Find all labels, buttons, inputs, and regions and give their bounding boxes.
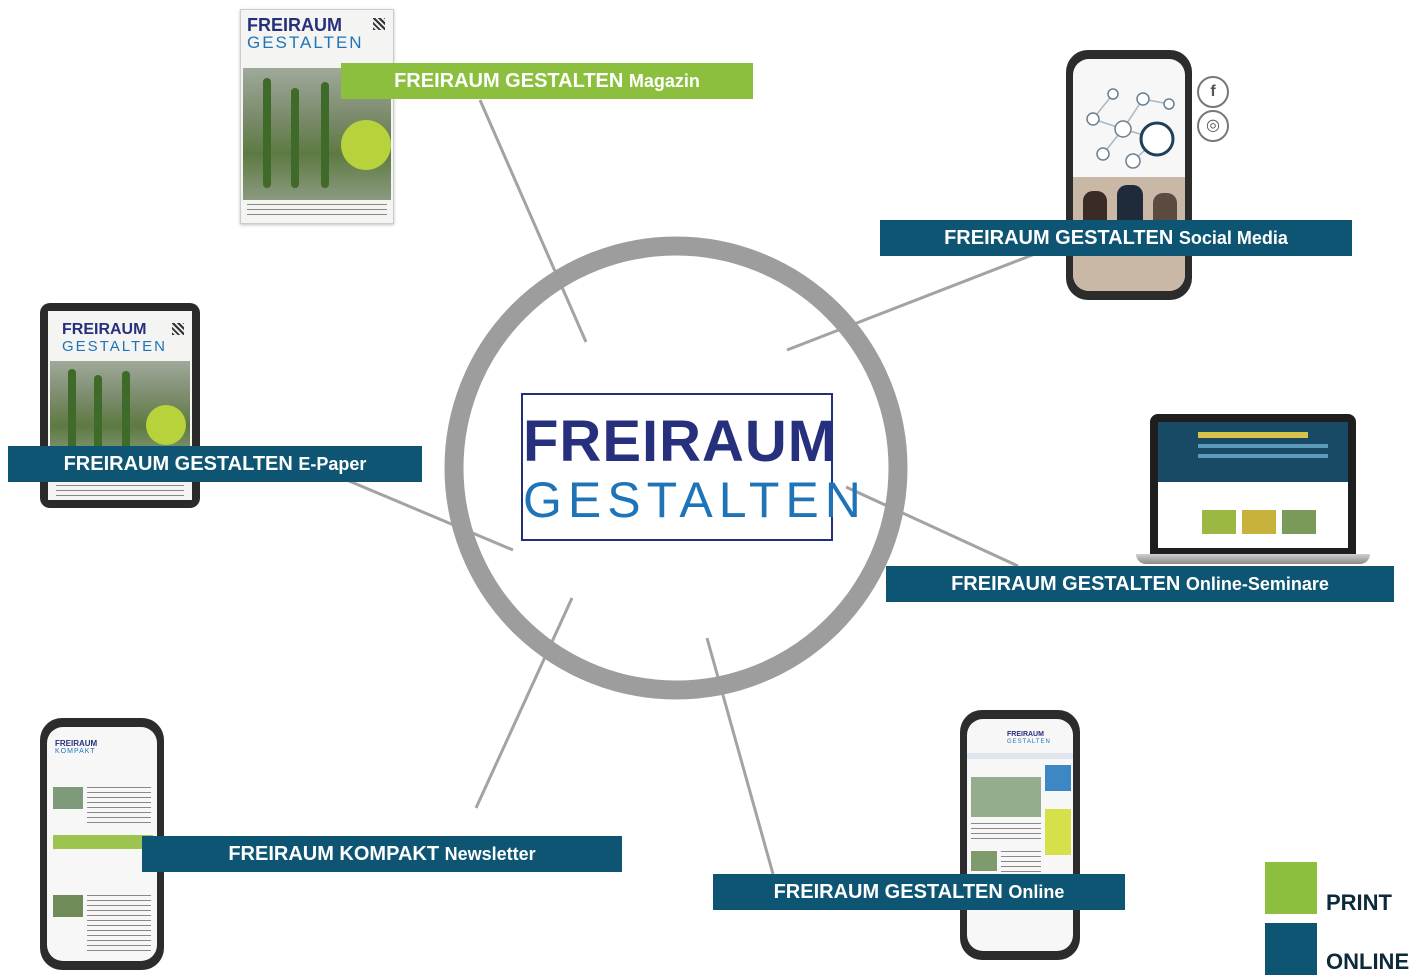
facebook-icon: f [1197, 76, 1229, 108]
tablet-photo [50, 361, 190, 461]
laptop-nav-bar [1198, 454, 1328, 458]
label-magazin-main: FREIRAUM GESTALTEN [394, 70, 624, 92]
laptop-card [1242, 510, 1276, 534]
social-phone-screen [1073, 59, 1185, 291]
label-online: FREIRAUM GESTALTEN Online [713, 874, 1125, 910]
label-newsletter-sub: Newsletter [444, 844, 536, 864]
tablet-logo-1: FREIRAUM [62, 321, 147, 338]
label-newsletter-main: FREIRAUM KOMPAKT [228, 843, 440, 865]
label-social-sub: Social Media [1178, 228, 1288, 248]
label-social: FREIRAUM GESTALTEN Social Media [880, 220, 1352, 256]
magazine-photo [243, 68, 391, 200]
magazine-cover: FREIRAUM GESTALTEN [240, 9, 394, 224]
laptop-card [1202, 510, 1236, 534]
newsletter-text-lines [87, 787, 151, 827]
laptop-nav-bar [1198, 444, 1328, 448]
label-seminare-main: FREIRAUM GESTALTEN [951, 573, 1181, 595]
legend-online-swatch [1265, 923, 1317, 975]
website-sidebar-box [1045, 765, 1071, 791]
tree-decoration [68, 369, 76, 455]
tablet-text-lines [56, 485, 184, 497]
social-network-graphic [1073, 88, 1185, 291]
laptop-screen [1158, 422, 1348, 548]
social-phone [1066, 50, 1192, 300]
magazine-logo-1: FREIRAUM [247, 15, 342, 35]
instagram-icon: ◎ [1197, 110, 1229, 142]
label-magazin-sub: Magazin [628, 71, 700, 91]
laptop-base [1136, 554, 1370, 564]
newsletter-logo-2: KOMPAKT [55, 748, 96, 755]
newsletter-text-lines [87, 895, 151, 951]
tablet-logo-2: GESTALTEN [62, 338, 167, 355]
website-nav [967, 753, 1073, 759]
website-phone-screen: FREIRAUM GESTALTEN [967, 719, 1073, 951]
newsletter-phone: FREIRAUM KOMPAKT [40, 718, 164, 970]
logo-line-1: FREIRAUM [523, 409, 838, 474]
magazine-badge [341, 120, 391, 170]
laptop-card [1282, 510, 1316, 534]
tree-decoration [122, 371, 130, 455]
website-image [971, 851, 997, 871]
legend-print-swatch [1265, 862, 1317, 914]
laptop-hero [1158, 422, 1348, 482]
tree-decoration [321, 82, 329, 188]
label-seminare-sub: Online-Seminare [1185, 574, 1329, 594]
website-text-lines [971, 823, 1041, 843]
connector-social [786, 250, 1041, 352]
label-epaper: FREIRAUM GESTALTEN E-Paper [8, 446, 422, 482]
connector-epaper [341, 476, 514, 552]
connector-newsletter [474, 597, 574, 809]
website-sidebar-box [1045, 809, 1071, 855]
center-ring [444, 236, 908, 700]
website-phone: FREIRAUM GESTALTEN [960, 710, 1080, 960]
label-social-main: FREIRAUM GESTALTEN [944, 227, 1174, 249]
tree-decoration [291, 88, 299, 188]
newsletter-image [53, 895, 83, 917]
logo-line-2: GESTALTEN [523, 472, 867, 528]
label-newsletter: FREIRAUM KOMPAKT Newsletter [142, 836, 622, 872]
newsletter-logo-1: FREIRAUM [55, 739, 98, 748]
tablet-badge [146, 405, 186, 445]
seminar-laptop [1150, 414, 1356, 554]
magazine-text-lines [247, 204, 387, 218]
magazine-logo-2: GESTALTEN [247, 33, 364, 52]
label-online-sub: Online [1008, 882, 1065, 902]
label-online-main: FREIRAUM GESTALTEN [773, 881, 1003, 903]
newsletter-banner [53, 835, 153, 849]
tree-decoration [94, 375, 102, 455]
website-hero [971, 777, 1041, 817]
tree-decoration [263, 78, 271, 188]
connector-seminare [845, 485, 1019, 568]
label-epaper-sub: E-Paper [298, 454, 367, 474]
newsletter-phone-screen: FREIRAUM KOMPAKT [47, 727, 157, 961]
label-seminare: FREIRAUM GESTALTEN Online-Seminare [886, 566, 1394, 602]
center-logo: FREIRAUM GESTALTEN [521, 393, 867, 541]
qr-code-icon [172, 323, 184, 335]
website-logo-1: FREIRAUM [1007, 731, 1044, 738]
newsletter-image [53, 787, 83, 809]
laptop-hero-accent [1198, 432, 1308, 438]
legend-online-label: ONLINE [1326, 949, 1410, 974]
qr-code-icon [373, 18, 385, 30]
label-epaper-main: FREIRAUM GESTALTEN [63, 453, 293, 475]
label-magazin: FREIRAUM GESTALTEN Magazin [341, 63, 753, 99]
legend-print-label: PRINT [1326, 890, 1392, 915]
connector-magazin [478, 99, 588, 343]
website-logo-2: GESTALTEN [1007, 739, 1051, 745]
